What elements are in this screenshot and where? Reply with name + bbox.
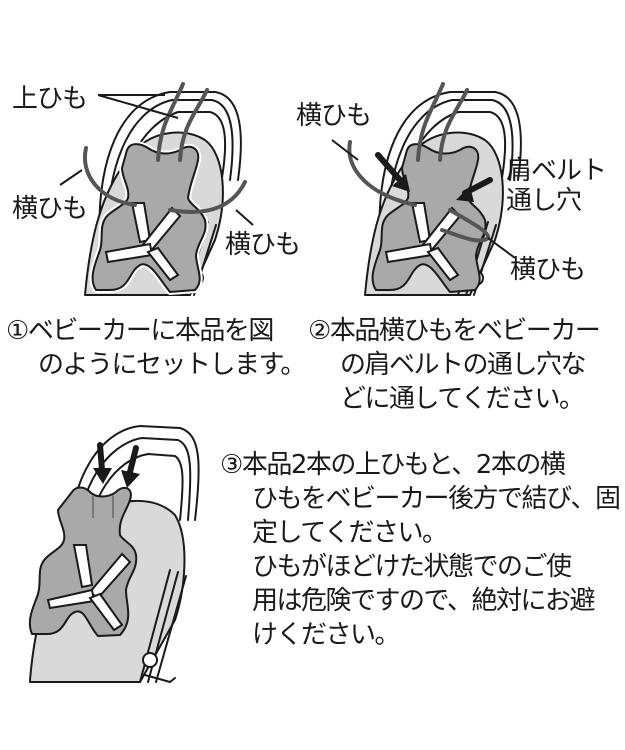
step-2-number: ② <box>308 316 331 346</box>
step-3-line-1: 本品2本の上ひもと、2本の横 <box>241 450 566 480</box>
label-side-string-right: 横ひも <box>225 230 301 260</box>
label-side-string-bottom: 横ひも <box>510 255 586 285</box>
label-shoulder-belt-hole-line-1: 肩ベルト <box>506 156 607 186</box>
step-3-caption: ③本品2本の上ひもと、2本の横 ひもをベビーカー後方で結び、固 定してください。… <box>220 448 621 652</box>
step-2-line-2: の肩ベルトの通し穴な <box>340 350 587 380</box>
step-3-warning-line-3: けください。 <box>252 620 401 650</box>
step-2-line-3: どに通してください。 <box>340 384 585 414</box>
step-1-line-2: のようにセットします。 <box>38 350 306 380</box>
label-top-strings: 上ひも <box>12 84 88 114</box>
label-side-string-top: 横ひも <box>296 101 372 131</box>
label-side-string-left: 横ひも <box>12 194 88 224</box>
step-3-line-3: 定してください。 <box>252 518 448 548</box>
step-3-warning-line-2: 用は危険ですので、絶対にお避 <box>252 586 595 616</box>
step-3-line-2: ひもをベビーカー後方で結び、固 <box>252 484 621 514</box>
step-1-number: ① <box>6 316 29 346</box>
step-1-line-1: ベビーカーに本品を図 <box>27 316 275 346</box>
label-shoulder-belt-hole-line-2: 通し穴 <box>506 186 582 216</box>
step-3-number: ③ <box>220 450 243 480</box>
step-2-line-1: 本品横ひもをベビーカー <box>329 316 601 346</box>
step-1-caption: ①ベビーカーに本品を図 のようにセットします。 <box>6 314 306 382</box>
step-3-warning-line-1: ひもがほどけた状態でのご使 <box>252 552 572 582</box>
step-2-caption: ②本品横ひもをベビーカー の肩ベルトの通し穴な どに通してください。 <box>308 314 601 416</box>
